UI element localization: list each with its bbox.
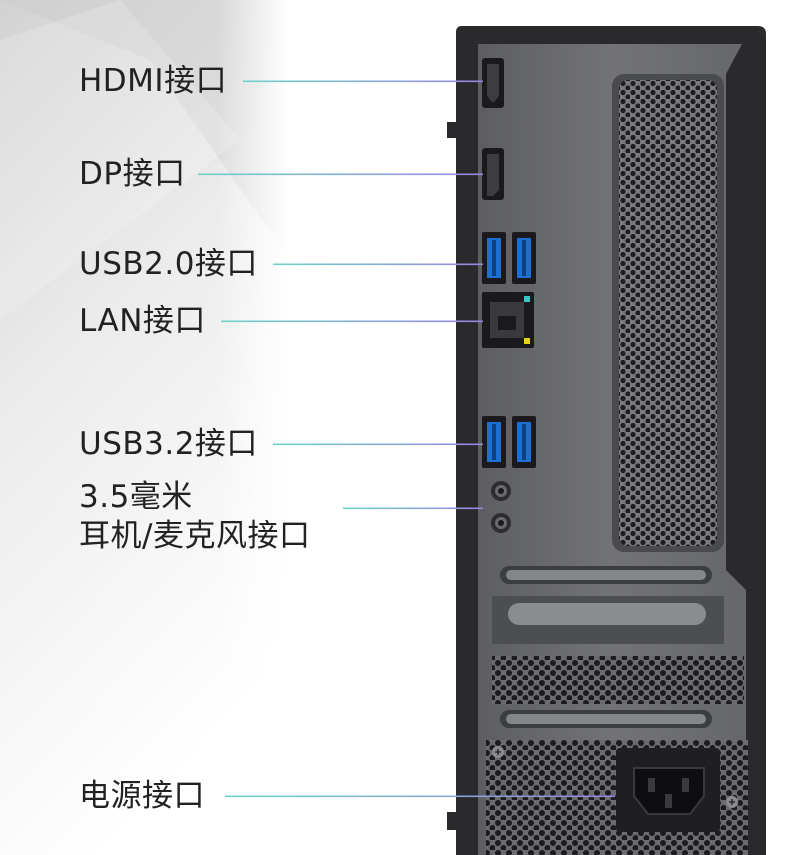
psu-area — [486, 740, 748, 855]
power-label: 电源接口 — [79, 778, 205, 814]
lan-label: LAN接口 — [79, 303, 206, 339]
lan-port — [482, 292, 534, 348]
audio-label-line1: 3.5毫米 — [79, 479, 193, 515]
vent-grille — [612, 74, 724, 552]
usb20-label: USB2.0接口 — [79, 246, 258, 282]
displayport-port — [482, 148, 504, 200]
audio-jacks — [491, 481, 511, 533]
dp-label: DP接口 — [79, 156, 186, 192]
usb32-label: USB3.2接口 — [79, 426, 258, 462]
hdmi-label: HDMI接口 — [79, 63, 228, 99]
audio-label-line2: 耳机/麦克风接口 — [79, 518, 311, 554]
usb32-ports — [482, 416, 536, 468]
hdmi-port — [482, 58, 504, 108]
expansion-slots — [492, 566, 744, 728]
usb20-ports — [482, 232, 536, 284]
